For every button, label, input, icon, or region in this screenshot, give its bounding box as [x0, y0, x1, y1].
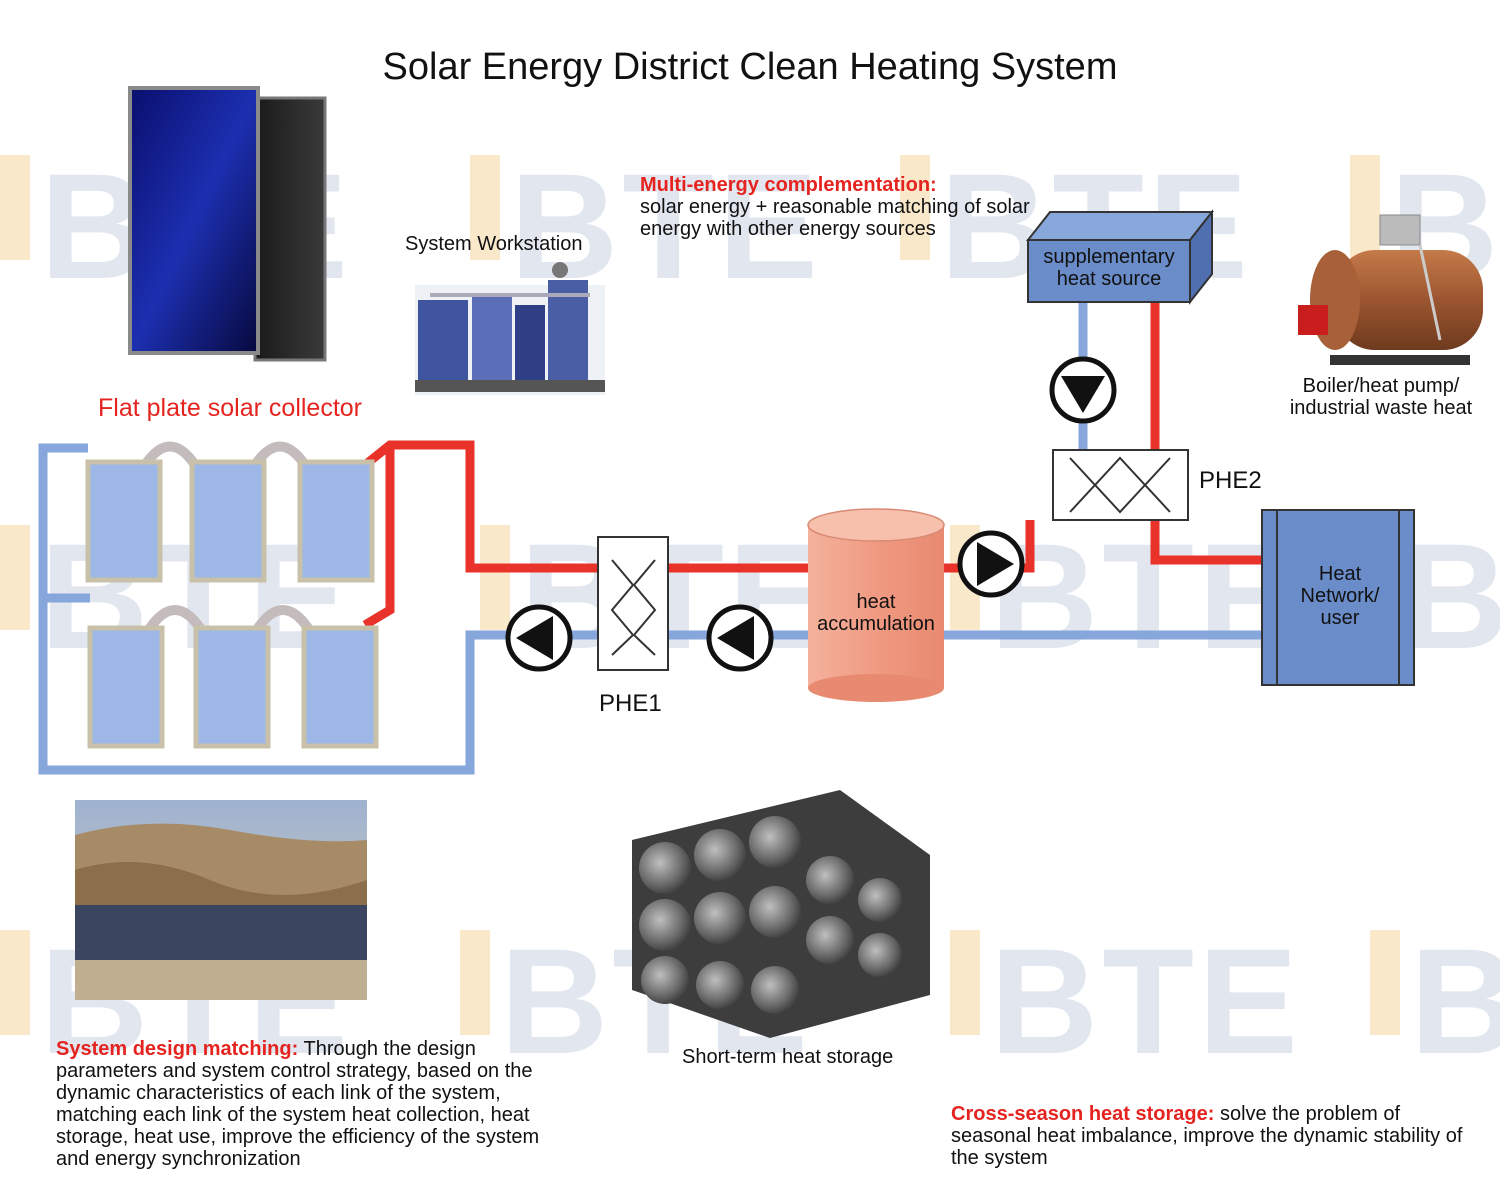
pump-icon — [1049, 356, 1117, 424]
watermark-bar — [470, 155, 500, 260]
design-matching-body: Through the design parameters and system… — [56, 1038, 540, 1170]
watermark-bar — [950, 930, 980, 1035]
cross-season-heading: Cross-season heat storage: — [951, 1103, 1215, 1125]
phe1-label: PHE1 — [599, 690, 662, 717]
design-matching-note: System design matching: Through the desi… — [56, 1038, 576, 1170]
watermark-text: BTE — [1400, 512, 1500, 680]
watermark-text: BTE — [990, 512, 1302, 680]
collector-label: Flat plate solar collector — [98, 394, 363, 422]
multi-energy-note: Multi-energy complementation: solar ener… — [640, 174, 1040, 240]
watermark-text: BTE — [1410, 917, 1500, 1085]
multi-energy-body: solar energy + reasonable matching of so… — [640, 196, 1030, 240]
watermark-bar — [0, 525, 30, 630]
heat-accumulation-tank — [807, 508, 945, 702]
cross-season-body: solve the problem of seasonal heat imbal… — [951, 1103, 1463, 1169]
cross-season-note: Cross-season heat storage: solve the pro… — [951, 1103, 1471, 1169]
watermark-bar — [900, 155, 930, 260]
watermark-text: BTE — [990, 917, 1302, 1085]
phe2-label: PHE2 — [1199, 467, 1262, 494]
workstation-label: System Workstation — [405, 233, 583, 255]
phe2-exchanger — [1052, 449, 1189, 521]
workstation-photo — [415, 262, 605, 395]
watermark-bar — [1350, 155, 1380, 260]
boiler-label: Boiler/heat pump/ industrial waste heat — [1289, 375, 1473, 419]
short-term-storage-label: Short-term heat storage — [682, 1046, 894, 1068]
solar-collector-photo — [128, 86, 327, 362]
supplementary-heat-source-label: supplementary heat source — [1043, 246, 1175, 290]
collector-panel — [85, 459, 379, 749]
collector-panel-group — [85, 459, 379, 749]
watermark-bar — [1370, 930, 1400, 1035]
pump-icon — [505, 604, 573, 672]
pump-icon — [957, 530, 1025, 598]
boiler-photo — [1298, 214, 1483, 365]
supplementary-heat-source-box — [1025, 209, 1215, 305]
watermark-text: BTE — [520, 512, 832, 680]
collector-arches — [140, 441, 313, 632]
heat-network-label: Heat Network/ user — [1300, 563, 1380, 629]
solar-field-photo — [75, 800, 367, 1000]
page-title: Solar Energy District Clean Heating Syst… — [382, 46, 1118, 88]
multi-energy-heading: Multi-energy complementation: — [640, 174, 937, 196]
heat-accumulation-label: heat accumulation — [817, 591, 935, 635]
pump-icon — [706, 604, 774, 672]
watermark-bar — [0, 930, 30, 1035]
watermark-bar — [0, 155, 30, 260]
watermark-bar — [480, 525, 510, 630]
phe1-exchanger — [597, 536, 669, 671]
storage-tank-photo — [632, 790, 930, 1038]
heat-network-box — [1261, 509, 1415, 686]
design-matching-heading: System design matching: — [56, 1038, 299, 1060]
watermark-bar — [460, 930, 490, 1035]
